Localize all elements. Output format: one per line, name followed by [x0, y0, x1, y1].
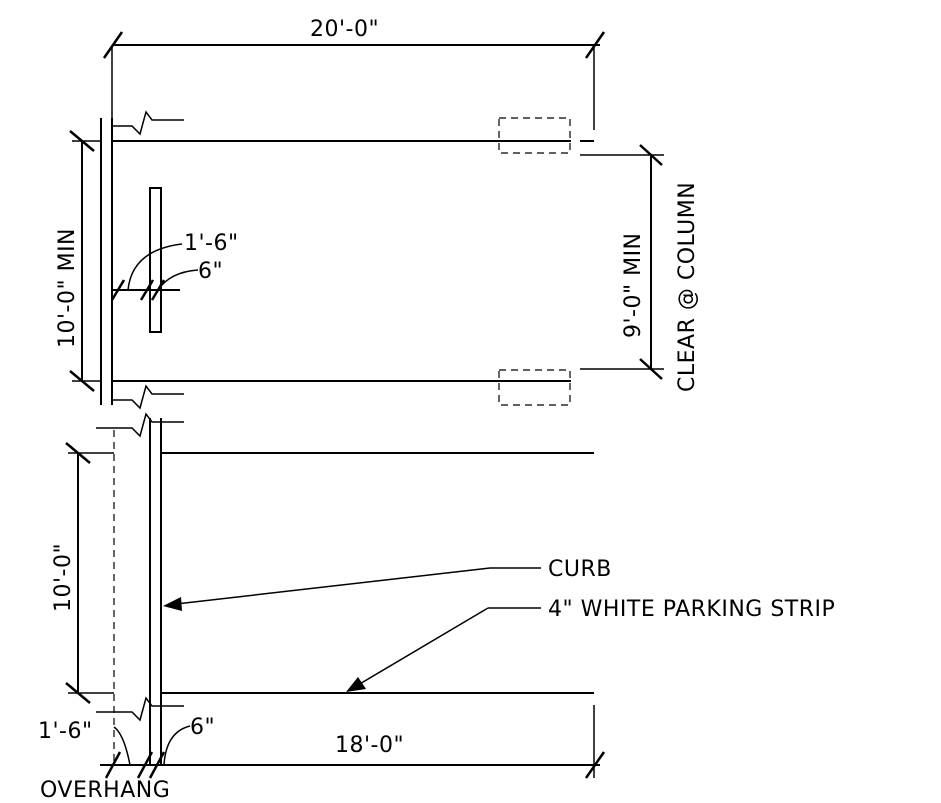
wheel-stop — [149, 187, 162, 333]
lower-break-bottom — [96, 696, 184, 722]
column-clear-note: CLEAR @ COLUMN — [675, 182, 700, 392]
curb-label: CURB — [548, 557, 612, 582]
detail-small-label: 6" — [198, 259, 223, 284]
strip-leader: 4" WHITE PARKING STRIP — [346, 597, 835, 692]
stall-length-label: 18'-0" — [335, 733, 404, 758]
top-width-dimension: 20'-0" — [102, 17, 606, 130]
overhang-label: OVERHANG — [40, 778, 170, 803]
column-top — [498, 117, 571, 154]
strip-label: 4" WHITE PARKING STRIP — [548, 597, 835, 622]
column-bottom — [498, 369, 571, 406]
curb-leader: CURB — [163, 557, 612, 611]
upper-break-bottom — [112, 384, 184, 410]
column-clear-label: 9'-0" MIN — [621, 232, 646, 338]
upper-break-top — [112, 110, 184, 136]
bottom-dimension: 18'-0" 1'-6" 6" OVERHANG — [38, 705, 606, 803]
lower-break-top — [96, 412, 184, 438]
wheel-stop-detail: 1'-6" 6" — [110, 231, 239, 301]
lower-stall — [96, 412, 594, 765]
bottom-overhang-label: 1'-6" — [38, 719, 93, 744]
upper-depth-label: 10'-0" MIN — [55, 228, 80, 348]
detail-width-label: 1'-6" — [184, 231, 239, 256]
upper-stall — [100, 110, 594, 410]
column-clear-dimension: 9'-0" MIN CLEAR @ COLUMN — [580, 144, 700, 392]
lower-depth-label: 10'-0" — [51, 543, 76, 612]
top-width-label: 20'-0" — [310, 17, 379, 42]
upper-depth-dimension: 10'-0" MIN — [55, 130, 101, 392]
bottom-curb-label: 6" — [190, 715, 215, 740]
lower-depth-dimension: 10'-0" — [51, 442, 114, 704]
